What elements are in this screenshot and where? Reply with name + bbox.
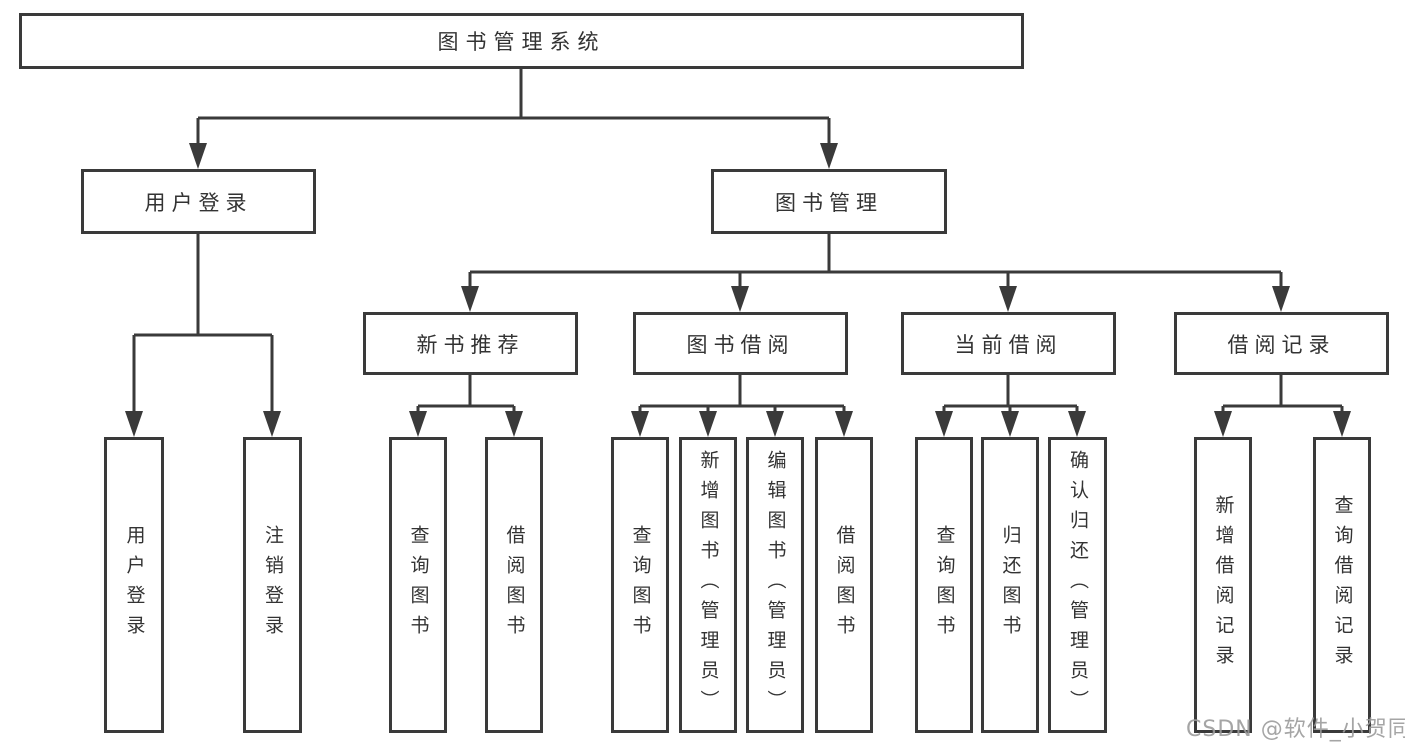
- leaf-borrow-books: 借阅图书: [815, 437, 873, 733]
- connector-borrowing-records-children: [1214, 375, 1351, 437]
- leaf-query-borrow-record: 查询借阅记录: [1313, 437, 1371, 733]
- node-current-borrowing: 当前借阅: [901, 312, 1116, 375]
- arrow-down-icon: [1068, 411, 1086, 437]
- arrow-down-icon: [125, 411, 143, 437]
- connector-book-borrowing-children: [631, 375, 853, 437]
- leaf-user-login: 用户登录: [104, 437, 164, 733]
- arrow-down-icon: [1001, 411, 1019, 437]
- leaf-logout: 注销登录: [243, 437, 302, 733]
- leaf-return-books: 归还图书: [981, 437, 1039, 733]
- leaf-edit-books-admin: 编辑图书（管理员）: [746, 437, 804, 733]
- leaf-query-books-recommend: 查询图书: [389, 437, 447, 733]
- node-library-management-system: 图书管理系统: [19, 13, 1024, 69]
- arrow-down-icon: [409, 411, 427, 437]
- node-book-borrowing: 图书借阅: [633, 312, 848, 375]
- arrow-down-icon: [999, 286, 1017, 312]
- arrow-down-icon: [835, 411, 853, 437]
- leaf-confirm-return-admin: 确认归还（管理员）: [1048, 437, 1107, 733]
- node-book-management: 图书管理: [711, 169, 947, 234]
- node-user-login: 用户登录: [81, 169, 316, 234]
- arrow-down-icon: [1272, 286, 1290, 312]
- connector-user-login-children: [125, 234, 281, 437]
- leaf-add-books-admin: 新增图书（管理员）: [679, 437, 737, 733]
- connector-new-book-recommend-children: [409, 375, 523, 437]
- connector-current-borrowing-children: [935, 375, 1086, 437]
- connector-root-to-level2: [189, 69, 838, 169]
- arrow-down-icon: [935, 411, 953, 437]
- leaf-query-books-current: 查询图书: [915, 437, 973, 733]
- leaf-add-borrow-record: 新增借阅记录: [1194, 437, 1252, 733]
- arrow-down-icon: [1333, 411, 1351, 437]
- arrow-down-icon: [505, 411, 523, 437]
- leaf-borrow-books-recommend: 借阅图书: [485, 437, 543, 733]
- arrow-down-icon: [631, 411, 649, 437]
- arrow-down-icon: [461, 286, 479, 312]
- arrow-down-icon: [766, 411, 784, 437]
- arrow-down-icon: [263, 411, 281, 437]
- arrow-down-icon: [1214, 411, 1232, 437]
- arrow-down-icon: [820, 143, 838, 169]
- node-new-book-recommend: 新书推荐: [363, 312, 578, 375]
- arrow-down-icon: [731, 286, 749, 312]
- leaf-query-books-borrowing: 查询图书: [611, 437, 669, 733]
- node-borrowing-records: 借阅记录: [1174, 312, 1389, 375]
- csdn-watermark: CSDN @软件_小贺同学: [1186, 717, 1405, 742]
- arrow-down-icon: [189, 143, 207, 169]
- connector-book-management-children: [461, 234, 1290, 312]
- arrow-down-icon: [699, 411, 717, 437]
